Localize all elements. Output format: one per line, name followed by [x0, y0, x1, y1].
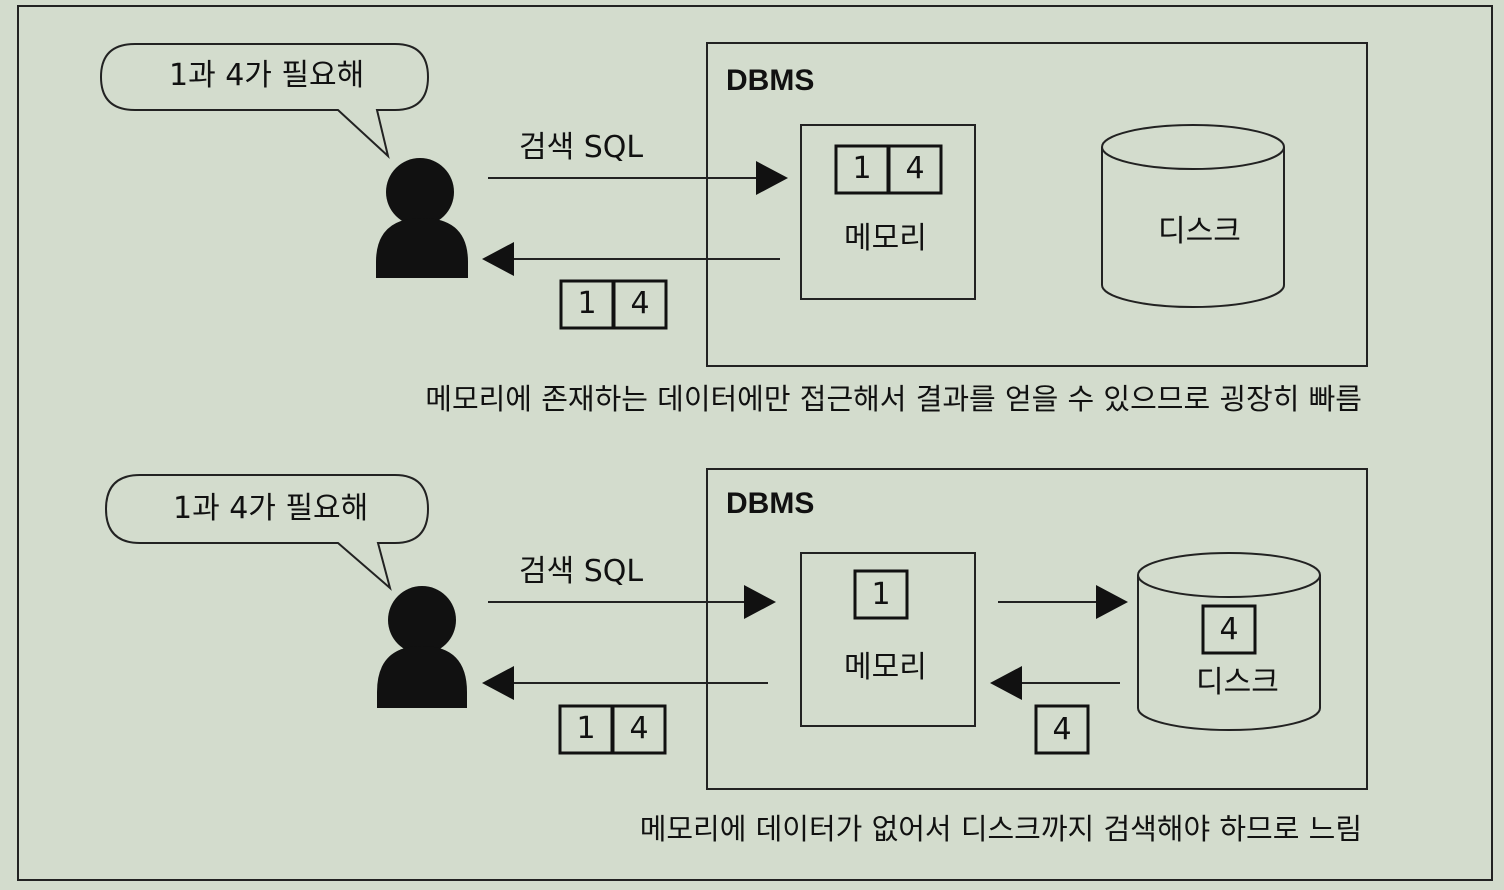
memory-cells-1: [834, 144, 943, 195]
result-cell: 4: [629, 711, 649, 746]
caption: 메모리에 데이터가 없어서 디스크까지 검색해야 하므로 느림: [639, 812, 1362, 846]
memory-box-2: [800, 552, 976, 727]
speech-bubble-1: [99, 43, 430, 159]
memory-cell: 1: [871, 577, 891, 612]
memory-to-disk-arrow: [998, 585, 1128, 619]
memory-cell: 4: [905, 151, 925, 186]
speech-text: 1과 4가 필요해: [169, 58, 365, 93]
speech-bubble-2: [104, 474, 430, 591]
request-label: 검색 SQL: [519, 554, 644, 589]
panel-1: [99, 42, 1368, 367]
request-label: 검색 SQL: [519, 130, 644, 165]
memory-box-1: [800, 124, 976, 300]
speech-text: 1과 4가 필요해: [173, 491, 369, 526]
dbms-label: DBMS: [726, 487, 815, 520]
result-cell: 4: [630, 286, 650, 321]
result-cells-2: [558, 704, 667, 755]
disk-cylinder-1: [1101, 124, 1285, 308]
memory-cells-2: [853, 569, 909, 620]
disk-label: 디스크: [1158, 214, 1241, 249]
memory-label: 메모리: [844, 650, 927, 685]
disk-to-memory-arrow: [990, 666, 1120, 700]
disk-cells-2: [1201, 604, 1257, 655]
dbms-box-2: [706, 468, 1368, 790]
disk-return-cells: [1034, 704, 1090, 755]
response-arrow-2: [482, 666, 768, 700]
dbms-label: DBMS: [726, 64, 815, 97]
memory-cell: 1: [852, 151, 872, 186]
user-icon: [377, 586, 467, 708]
dbms-box-1: [706, 42, 1368, 367]
disk-label: 디스크: [1196, 665, 1279, 700]
user-icon: [376, 158, 468, 278]
panel-2: [104, 468, 1368, 790]
outer-frame: [17, 5, 1493, 881]
response-arrow-1: [482, 242, 780, 276]
disk-cell: 4: [1219, 612, 1239, 647]
disk-return-cell: 4: [1052, 712, 1072, 747]
result-cells-1: [559, 279, 668, 330]
caption: 메모리에 존재하는 데이터에만 접근해서 결과를 얻을 수 있으므로 굉장히 빠…: [425, 382, 1362, 416]
request-arrow-1: [488, 161, 788, 195]
result-cell: 1: [576, 711, 596, 746]
memory-label: 메모리: [844, 221, 927, 256]
result-cell: 1: [577, 286, 597, 321]
request-arrow-2: [488, 585, 776, 619]
